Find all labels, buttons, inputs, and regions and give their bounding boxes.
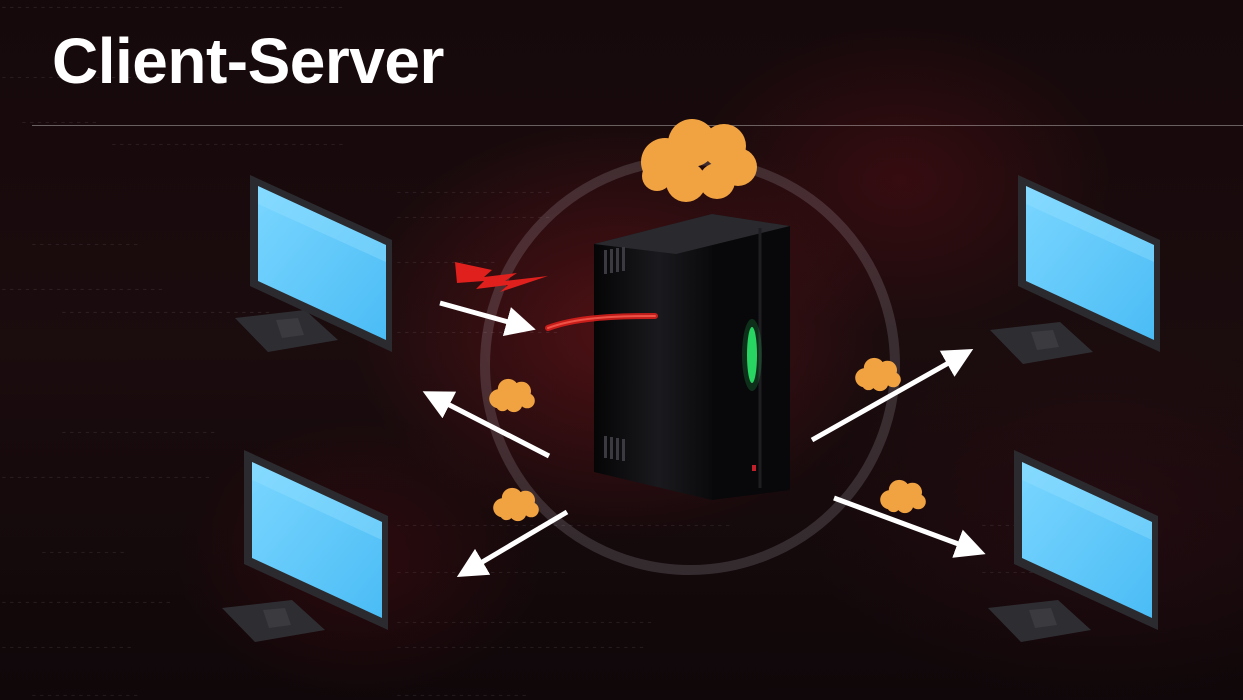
arrow-client-to-server [439,300,536,337]
cloud-icon [489,378,535,413]
arrow-server-to-client [422,391,551,459]
arrow-server-to-client [456,509,569,578]
server-tower-icon [594,214,790,500]
desktop-monitor-icon [222,450,388,642]
title-divider [32,125,1243,126]
arrow-server-to-client [810,349,974,443]
cloud-icon [880,479,926,514]
cloud-icon [641,119,757,202]
server-led-icon [747,327,757,383]
desktop-monitor-icon [990,175,1160,364]
slide-title: Client-Server [52,25,444,97]
arrow-server-to-client [833,495,986,558]
desktop-monitor-icon [988,450,1158,642]
desktop-monitor-icon [235,175,392,352]
lightning-icon [455,262,548,292]
